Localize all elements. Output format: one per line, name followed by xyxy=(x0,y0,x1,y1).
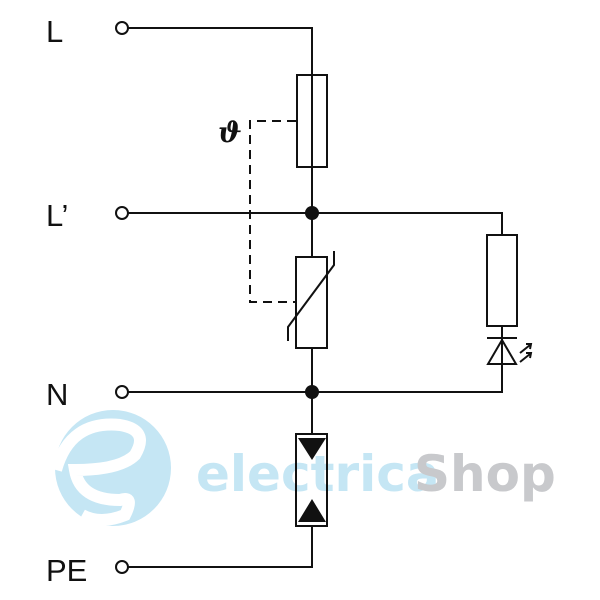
terminal-label-l: L xyxy=(46,14,63,49)
terminal-label-l-prime: L’ xyxy=(46,198,68,233)
terminal-label-pe: PE xyxy=(46,553,87,588)
terminal-l xyxy=(115,21,129,35)
wire-l-prime xyxy=(128,212,503,235)
wire-l xyxy=(128,27,313,257)
gas-discharge-tube xyxy=(295,433,328,527)
thermal-link-dashed xyxy=(249,120,296,303)
watermark-logo xyxy=(50,410,171,526)
gdt-electrode-top xyxy=(298,438,326,460)
thermal-symbol: ϑ xyxy=(218,116,242,149)
watermark-text-shop: Shop xyxy=(414,445,556,503)
watermark-text-electrica: electrica xyxy=(196,445,440,503)
junction-dot xyxy=(305,385,319,399)
led-triangle xyxy=(486,338,518,365)
terminal-pe xyxy=(115,560,129,574)
varistor xyxy=(295,256,328,349)
terminal-label-n: N xyxy=(46,377,68,412)
terminal-l-prime xyxy=(115,206,129,220)
wire-pe xyxy=(128,526,313,568)
varistor-slope xyxy=(287,251,335,341)
wire-n xyxy=(128,326,503,393)
junction-dot xyxy=(305,206,319,220)
gdt-electrode-bottom xyxy=(298,499,326,522)
terminal-n xyxy=(115,385,129,399)
light-emission-icon xyxy=(519,343,533,363)
indicator-resistor xyxy=(486,234,518,327)
